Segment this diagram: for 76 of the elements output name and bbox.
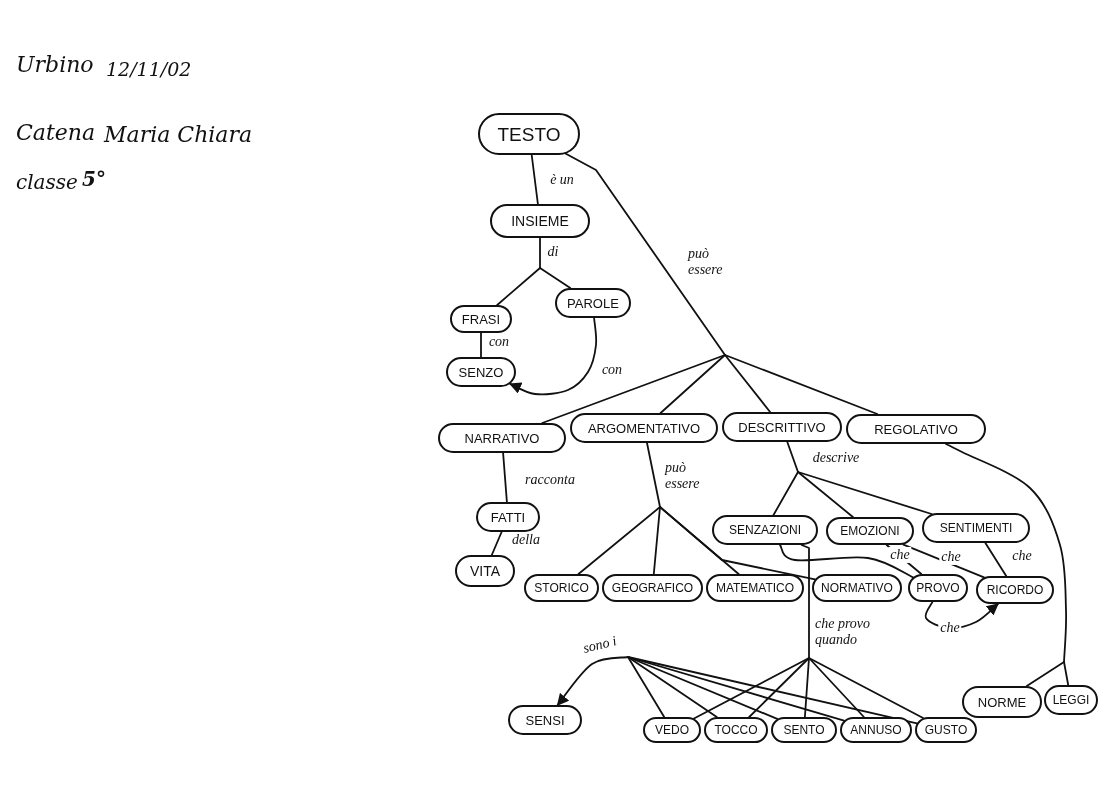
concept-node: LEGGI <box>1044 685 1098 715</box>
connector-line <box>627 656 666 718</box>
connector-line <box>693 657 810 720</box>
place-name-text: Urbino <box>16 52 94 79</box>
connector-line <box>808 657 865 718</box>
connector-line <box>797 471 933 515</box>
connector-line <box>530 154 539 205</box>
concept-node: SENZO <box>446 357 516 387</box>
connector-line <box>984 542 1008 577</box>
concept-node: RICORDO <box>976 576 1054 604</box>
connector-line <box>652 506 661 575</box>
concept-node: NARRATIVO <box>438 423 566 453</box>
concept-node: SENTIMENTI <box>922 513 1030 543</box>
class-text: classe <box>16 170 78 194</box>
connector-line <box>627 656 779 720</box>
concept-node: TESTO <box>478 113 580 155</box>
connector-line <box>577 506 661 575</box>
connector-line <box>627 656 718 718</box>
connector-line <box>646 442 661 508</box>
surname-text: Catena <box>16 120 96 147</box>
connector-line <box>902 543 985 579</box>
connector-line <box>779 544 914 579</box>
connector-line <box>804 657 810 718</box>
edge-label: che <box>939 548 963 566</box>
connector-line <box>541 354 726 424</box>
edge-label: che <box>888 546 912 564</box>
concept-node: SENSI <box>508 705 582 735</box>
connector-line <box>539 267 572 289</box>
connector-line <box>659 506 816 581</box>
concept-node: GUSTO <box>915 717 977 743</box>
connector-line <box>659 354 726 414</box>
connector-line <box>1063 661 1070 686</box>
connector-line <box>808 657 924 719</box>
connector-line <box>748 657 810 718</box>
connector-line <box>565 152 726 356</box>
connector-line <box>627 656 918 725</box>
given-names-text: Maria Chiara <box>104 122 253 149</box>
concept-node: PROVO <box>908 574 968 602</box>
concept-node: PAROLE <box>555 288 631 318</box>
connector-line <box>502 452 508 503</box>
concept-node: REGOLATIVO <box>846 414 986 444</box>
concept-node: VITA <box>455 555 515 587</box>
connector-line <box>627 656 845 722</box>
date-text: 12/11/02 <box>106 58 192 81</box>
concept-node: DESCRITTIVO <box>722 412 842 442</box>
concept-node: FATTI <box>476 502 540 532</box>
connector-line <box>797 471 854 518</box>
connector-line <box>724 354 879 415</box>
connector-line <box>1025 661 1065 687</box>
concept-node: NORMATIVO <box>812 574 902 602</box>
concept-node: NORME <box>962 686 1042 718</box>
connector-line <box>945 443 1067 663</box>
concept-node: MATEMATICO <box>706 574 804 602</box>
concept-node: EMOZIONI <box>826 517 914 545</box>
concept-node: SENTO <box>771 717 837 743</box>
concept-node: INSIEME <box>490 204 590 238</box>
connector-line <box>490 531 503 556</box>
concept-node: TOCCO <box>704 717 768 743</box>
arrow <box>509 317 598 396</box>
arrow <box>556 656 629 706</box>
concept-node: ANNUSO <box>840 717 912 743</box>
connector-line <box>480 332 482 358</box>
concept-node: VEDO <box>643 717 701 743</box>
class-number-text: 5° <box>82 167 106 191</box>
connector-line <box>539 237 541 269</box>
concept-node: ARGOMENTATIVO <box>570 413 718 443</box>
concept-node: SENZAZIONI <box>712 515 818 545</box>
connector-line <box>786 441 799 473</box>
arrow <box>924 601 999 629</box>
connector-line <box>496 267 541 306</box>
concept-node: FRASI <box>450 305 512 333</box>
concept-node: GEOGRAFICO <box>602 574 703 602</box>
connector-line <box>772 471 799 516</box>
connector-line <box>800 544 810 659</box>
connector-line <box>724 354 771 413</box>
concept-node: STORICO <box>524 574 599 602</box>
